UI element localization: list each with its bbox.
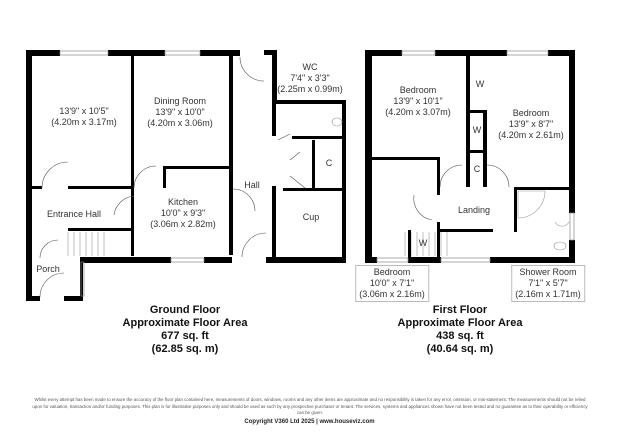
stairs <box>67 232 448 256</box>
room-dimensions-metric: (2.25m x 0.99m) <box>277 84 343 94</box>
floor-area-label: Approximate Floor Area <box>397 317 523 329</box>
floor-area-sqm: (62.85 sq. m) <box>151 343 219 355</box>
room-label-dining-room: Dining Room 13'9" x 10'0" (4.20m x 3.06m… <box>147 96 213 129</box>
room-dimensions-imperial: 13'9" x 8'7" <box>508 119 554 129</box>
room-label-wardrobe-1: W <box>475 79 485 89</box>
room-dimensions-imperial: 13'9" x 10'1" <box>393 96 443 106</box>
room-dimensions-metric: (4.20m x 3.06m) <box>147 118 213 128</box>
room-dimensions-imperial: 7'1" x 5'7" <box>528 278 568 288</box>
room-label-closet: C <box>325 158 333 168</box>
room-dimensions-metric: (2.16m x 1.71m) <box>515 289 581 299</box>
room-label-porch: Porch <box>36 264 60 274</box>
room-dimensions-metric: (3.06m x 2.16m) <box>359 289 425 299</box>
floor-area-sqft: 677 sq. ft <box>161 330 209 342</box>
room-label-bedroom-2: Bedroom 13'9" x 8'7" (4.20m x 2.61m) <box>498 108 564 141</box>
room-dimensions-imperial: 10'0" x 9'3" <box>160 208 206 218</box>
room-dimensions-metric: (3.06m x 2.82m) <box>150 219 216 229</box>
door-swings <box>39 56 510 298</box>
floor-area-sqm: (40.64 sq. m) <box>426 343 494 355</box>
room-name: Bedroom <box>512 108 550 118</box>
room-name: Bedroom <box>399 85 437 95</box>
room-label-cupboard: Cup <box>302 212 320 222</box>
room-label-wardrobe-3: W <box>418 238 428 248</box>
room-dimensions-metric: (4.20m x 3.07m) <box>385 107 451 117</box>
first-floor-walls <box>365 50 575 263</box>
room-label-shower-room: Shower Room 7'1" x 5'7" (2.16m x 1.71m) <box>511 265 585 302</box>
room-label-kitchen: Kitchen 10'0" x 9'3" (3.06m x 2.82m) <box>150 197 216 230</box>
room-name: Dining Room <box>153 96 207 106</box>
room-name: Shower Room <box>519 267 577 277</box>
first-floor-summary: First Floor Approximate Floor Area 438 s… <box>398 304 523 356</box>
room-label-landing: Landing <box>457 205 491 215</box>
room-name: Kitchen <box>167 197 199 207</box>
room-dimensions-imperial: 13'9" x 10'0" <box>155 107 205 117</box>
room-label-closet-first: C <box>473 164 481 174</box>
room-dimensions-metric: (4.20m x 3.17m) <box>51 117 117 127</box>
room-dimensions-imperial: 10'0" x 7'1" <box>369 278 415 288</box>
room-dimensions-imperial: 7'4" x 3'3" <box>290 73 330 83</box>
room-label-entrance-hall: Entrance Hall <box>46 209 102 219</box>
ground-floor-windows <box>59 50 205 297</box>
room-label-bedroom-1: Bedroom 13'9" x 10'1" (4.20m x 3.07m) <box>385 85 451 118</box>
room-name: Bedroom <box>373 267 411 277</box>
disclaimer-text: Whilst every attempt has been made to en… <box>32 397 588 415</box>
bathroom-fixtures <box>331 117 570 251</box>
ground-floor-walls <box>26 50 346 301</box>
ground-floor-summary: Ground Floor Approximate Floor Area 677 … <box>123 304 248 356</box>
room-label-bedroom-3: Bedroom 10'0" x 7'1" (3.06m x 2.16m) <box>355 265 429 302</box>
floor-area-label: Approximate Floor Area <box>122 317 248 329</box>
copyright-text: Copyright V360 Ltd 2025 | www.houseviz.c… <box>244 419 375 425</box>
floor-area-sqft: 438 sq. ft <box>436 330 484 342</box>
room-label-wardrobe-2: W <box>472 125 482 135</box>
floor-title: First Floor <box>432 304 488 316</box>
room-label-reception: 13'9" x 10'5" (4.20m x 3.17m) <box>51 106 117 128</box>
room-dimensions-imperial: 13'9" x 10'5" <box>59 106 109 116</box>
room-label-wc: WC 7'4" x 3'3" (2.25m x 0.99m) <box>277 62 343 95</box>
room-label-hall: Hall <box>244 180 260 190</box>
room-name: WC <box>302 62 318 72</box>
first-floor-windows <box>376 50 575 263</box>
floor-title: Ground Floor <box>149 304 221 316</box>
room-dimensions-metric: (4.20m x 2.61m) <box>498 130 564 140</box>
